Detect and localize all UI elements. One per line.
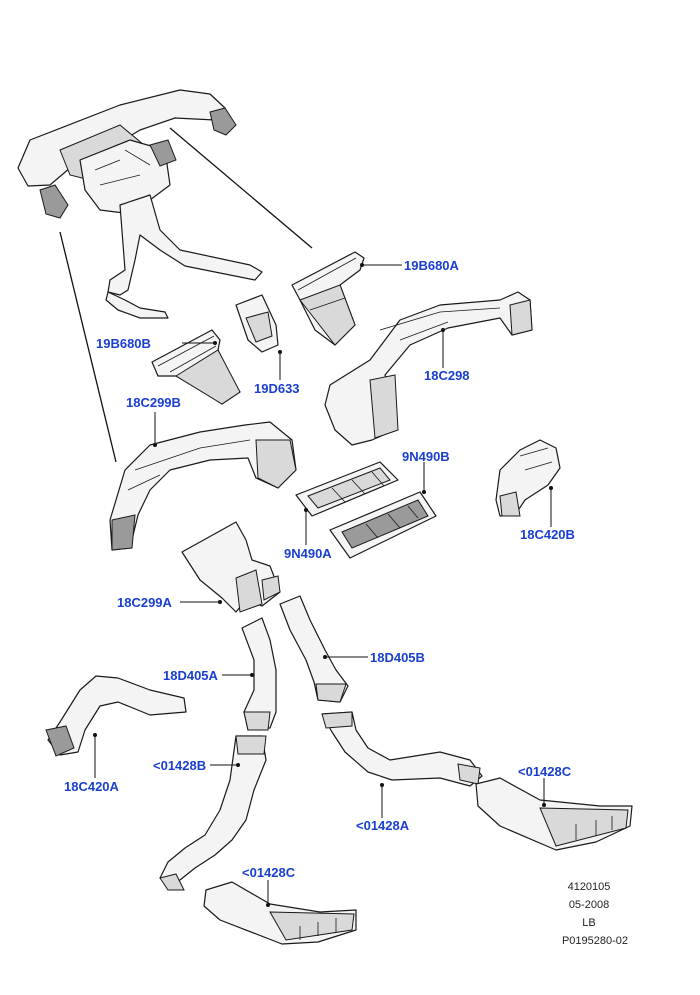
label-18D405A: 18D405A xyxy=(163,668,218,683)
part-9N490A xyxy=(329,491,437,559)
guide-line-right xyxy=(169,127,313,249)
drawing-code: 4120105 xyxy=(567,881,611,893)
label-9N490B: 9N490B xyxy=(402,449,450,464)
leader-dots xyxy=(93,263,553,907)
label-18C420B: 18C420B xyxy=(520,527,575,542)
label-01428C-right: <01428C xyxy=(518,764,572,779)
label-01428B: <01428B xyxy=(153,758,207,773)
label-01428A: <01428A xyxy=(356,818,410,833)
part-18C298 xyxy=(324,291,533,446)
part-19B680B xyxy=(151,329,241,405)
label-19D633: 19D633 xyxy=(254,381,300,396)
part-01428C-bottom xyxy=(203,881,357,945)
part-18D405A xyxy=(241,617,277,731)
part-9N490B xyxy=(295,461,399,517)
dash-duct-assembly xyxy=(17,89,263,319)
drawing-region: LB xyxy=(582,917,596,929)
part-18C420B xyxy=(495,439,561,517)
guide-line-left xyxy=(59,231,117,463)
label-18C299B: 18C299B xyxy=(126,395,181,410)
part-01428B xyxy=(159,735,267,891)
leader-lines xyxy=(94,264,552,905)
label-18D405B: 18D405B xyxy=(370,650,425,665)
part-01428C-right xyxy=(475,777,633,851)
drawing-reference: P0195280-02 xyxy=(561,935,629,947)
label-9N490A: 9N490A xyxy=(284,546,332,561)
label-18C420A: 18C420A xyxy=(64,779,119,794)
label-19B680B: 19B680B xyxy=(96,336,151,351)
part-01428A xyxy=(321,711,483,787)
part-18C299B xyxy=(109,421,297,551)
drawing-date: 05-2008 xyxy=(568,899,610,911)
part-19B680A xyxy=(291,251,365,346)
part-18C299A xyxy=(181,521,281,613)
label-19B680A: 19B680A xyxy=(404,258,459,273)
part-18D405B xyxy=(279,595,349,703)
label-18C298: 18C298 xyxy=(424,368,470,383)
part-18C420A xyxy=(45,675,187,757)
part-19D633 xyxy=(235,294,279,353)
label-01428C-bottom: <01428C xyxy=(242,865,296,880)
label-18C299A: 18C299A xyxy=(117,595,172,610)
